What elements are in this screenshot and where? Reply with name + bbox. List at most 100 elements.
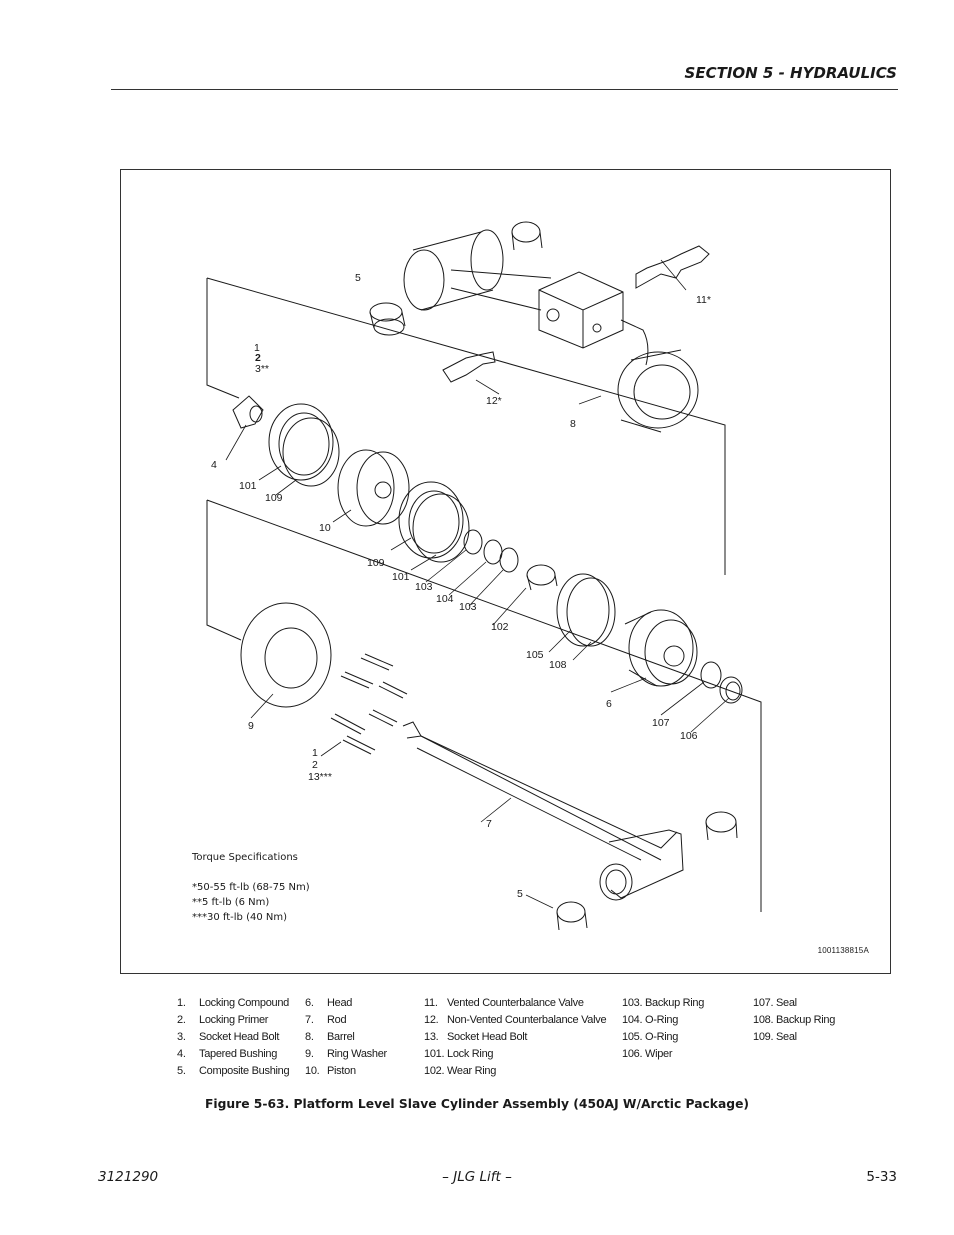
legend-item: 13. Socket Head Bolt xyxy=(424,1031,528,1043)
seal-wiper-set xyxy=(700,661,743,704)
legend-num: 8. xyxy=(305,1031,314,1043)
callout-103-b: 103 xyxy=(459,601,477,613)
callout-2-top: 2 xyxy=(255,352,261,364)
callout-13: 13*** xyxy=(308,771,332,783)
legend-text: Piston xyxy=(327,1065,356,1077)
legend-item: 1. Locking Compound xyxy=(177,997,289,1009)
legend-num: 109. xyxy=(753,1031,774,1043)
legend-num: 9. xyxy=(305,1048,314,1060)
legend-num: 101. xyxy=(424,1048,445,1060)
callout-3: 3** xyxy=(255,363,270,375)
legend-item: 9. Ring Washer xyxy=(305,1048,387,1060)
legend-text: Composite Bushing xyxy=(199,1065,290,1077)
ring-washer-part xyxy=(240,602,332,708)
legend-text: Rod xyxy=(327,1014,347,1026)
legend-item: 105.O-Ring xyxy=(622,1031,678,1043)
legend-text: O-Ring xyxy=(645,1014,679,1026)
legend-item: 101.Lock Ring xyxy=(424,1048,494,1060)
seal-lock-ring-left xyxy=(268,403,340,487)
legend-num: 5. xyxy=(177,1065,186,1077)
legend-text: Wiper xyxy=(645,1048,673,1060)
torque-spec-2: **5 ft-lb (6 Nm) xyxy=(192,897,270,908)
legend-num: 1. xyxy=(177,997,186,1009)
callout-1-top: 1 xyxy=(254,342,260,354)
legend-item: 109.Seal xyxy=(753,1031,797,1043)
footer-brand: – JLG Lift – xyxy=(442,1169,512,1185)
legend-item: 5. Composite Bushing xyxy=(177,1065,290,1077)
legend-num: 3. xyxy=(177,1031,186,1043)
legend-num: 107. xyxy=(753,997,774,1009)
vented-valve-part xyxy=(635,245,710,289)
callout-104: 104 xyxy=(436,593,454,605)
legend-text: Backup Ring xyxy=(776,1014,836,1026)
callout-109-a: 109 xyxy=(265,492,283,504)
callout-102: 102 xyxy=(491,621,509,633)
leader-lines xyxy=(225,259,730,909)
tapered-bushing-part xyxy=(232,395,264,429)
legend-num: 6. xyxy=(305,997,314,1009)
legend-text: Ring Washer xyxy=(327,1048,387,1060)
callout-7: 7 xyxy=(486,818,492,830)
figure-caption: Figure 5-63. Platform Level Slave Cylind… xyxy=(204,1097,750,1111)
legend-item: 108.Backup Ring xyxy=(753,1014,835,1026)
legend-item: 3. Socket Head Bolt xyxy=(177,1031,280,1043)
non-vented-valve-part xyxy=(442,351,496,383)
torque-spec-1: *50-55 ft-lb (68-75 Nm) xyxy=(192,882,310,893)
composite-bushing-top xyxy=(369,302,406,336)
legend-item: 102.Wear Ring xyxy=(424,1065,496,1077)
callout-106: 106 xyxy=(680,730,698,742)
callout-6: 6 xyxy=(606,698,612,710)
legend-text: Seal xyxy=(776,997,797,1009)
legend-item: 8.Barrel xyxy=(305,1031,355,1043)
legend-num: 4. xyxy=(177,1048,186,1060)
legend-item: 4.Tapered Bushing xyxy=(177,1048,277,1060)
piston-part xyxy=(337,449,410,527)
backup-oring-set xyxy=(463,529,519,573)
legend-num: 2. xyxy=(177,1014,186,1026)
drawing-number: 1001138815A xyxy=(817,946,869,955)
callout-109-b: 109 xyxy=(367,557,385,569)
legend-text: Seal xyxy=(776,1031,797,1043)
figure-frame: 5 11* 1 2 3** 12* 8 4 101 109 10 109 101… xyxy=(120,169,891,974)
section-title: SECTION 5 - HYDRAULICS xyxy=(684,64,897,82)
legend-num: 13. xyxy=(424,1031,439,1043)
legend-text: Vented Counterbalance Valve xyxy=(447,997,584,1009)
legend-text: Wear Ring xyxy=(447,1065,497,1077)
legend-item: 107.Seal xyxy=(753,997,797,1009)
torque-title: Torque Specifications xyxy=(192,852,298,863)
valve-block-part xyxy=(538,271,624,349)
legend-num: 108. xyxy=(753,1014,774,1026)
rod-part xyxy=(402,721,684,901)
legend-text: Locking Primer xyxy=(199,1014,269,1026)
callout-9: 9 xyxy=(248,720,254,732)
callout-5-bottom: 5 xyxy=(517,888,523,900)
legend-item: 6. Head xyxy=(305,997,352,1009)
legend-item: 12.Non-Vented Counterbalance Valve xyxy=(424,1014,607,1026)
legend-item: 103.Backup Ring xyxy=(622,997,704,1009)
socket-head-bolts xyxy=(330,653,408,755)
legend-item: 11. Vented Counterbalance Valve xyxy=(424,997,584,1009)
legend-item: 7.Rod xyxy=(305,1014,347,1026)
composite-bushing-right xyxy=(511,221,543,251)
legend-num: 103. xyxy=(622,997,643,1009)
callout-4: 4 xyxy=(211,459,217,471)
legend-text: Head xyxy=(327,997,353,1009)
legend-text: Socket Head Bolt xyxy=(447,1031,528,1043)
callout-2-bottom: 2 xyxy=(312,759,318,771)
legend-num: 12. xyxy=(424,1014,439,1026)
callout-5-top: 5 xyxy=(355,272,361,284)
wear-ring-part xyxy=(526,564,558,591)
legend-text: Locking Compound xyxy=(199,997,289,1009)
callout-1-bottom: 1 xyxy=(312,747,318,759)
legend-text: Backup Ring xyxy=(645,997,705,1009)
legend-num: 11. xyxy=(424,997,438,1009)
page-number: 5-33 xyxy=(866,1169,897,1185)
seal-lock-ring-right xyxy=(398,481,470,563)
callout-103-a: 103 xyxy=(415,581,433,593)
callout-12: 12* xyxy=(486,395,502,407)
doc-number: 3121290 xyxy=(98,1169,159,1185)
legend-text: Socket Head Bolt xyxy=(199,1031,280,1043)
parts-legend: 1. Locking Compound 2. Locking Primer 3. So… xyxy=(0,997,954,1087)
legend-item: 104.O-Ring xyxy=(622,1014,678,1026)
legend-num: 104. xyxy=(622,1014,643,1026)
